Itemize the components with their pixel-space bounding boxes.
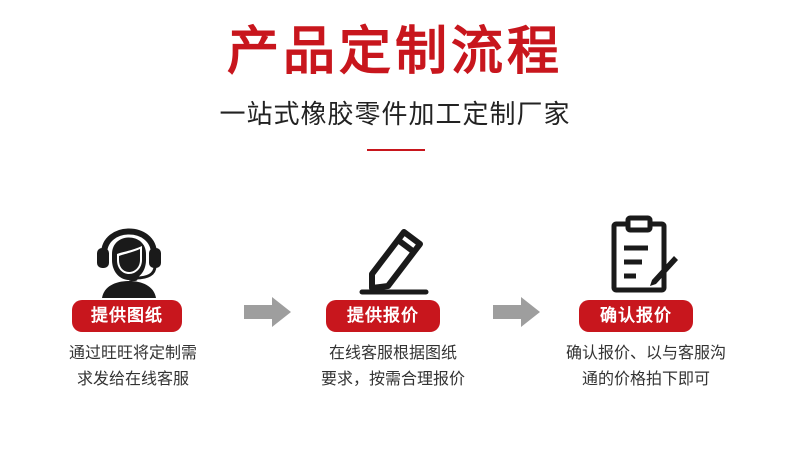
step-3-desc-line-1: 确认报价、以与客服沟 (565, 343, 726, 362)
pencil-edit-icon (350, 212, 440, 302)
customer-service-headset-icon (84, 210, 174, 300)
step-2-desc-line-2: 要求，按需合理报价 (320, 369, 465, 388)
arrow-right-icon (493, 296, 541, 328)
step-2-description: 在线客服根据图纸 要求，按需合理报价 (283, 340, 503, 392)
step-1-description: 通过旺旺将定制需 求发给在线客服 (23, 340, 243, 392)
step-3-desc-line-2: 通的价格拍下即可 (581, 369, 710, 388)
page-subtitle: 一站式橡胶零件加工定制厂家 (219, 100, 571, 130)
arrow-right-icon (244, 296, 292, 328)
step-3-badge: 确认报价 (579, 300, 693, 332)
step-2-badge: 提供报价 (326, 300, 440, 332)
step-2-desc-line-1: 在线客服根据图纸 (328, 343, 457, 362)
title-divider (367, 149, 425, 151)
step-1-badge: 提供图纸 (72, 300, 182, 332)
step-1-desc-line-1: 通过旺旺将定制需 (68, 343, 197, 362)
step-3-description: 确认报价、以与客服沟 通的价格拍下即可 (536, 340, 756, 392)
clipboard-check-icon (600, 212, 690, 302)
page-title: 产品定制流程 (226, 22, 563, 82)
step-1-desc-line-2: 求发给在线客服 (76, 369, 189, 388)
